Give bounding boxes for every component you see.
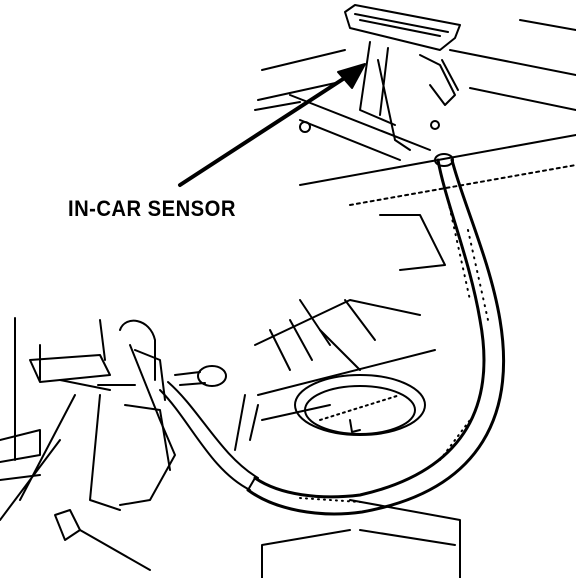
lower-panel [234,214,461,578]
round-vent [294,374,426,436]
left-assembly [0,317,259,571]
callout-arrow [178,63,366,187]
in-car-sensor-label: IN-CAR SENSOR [68,196,236,221]
aspirator-hose [246,153,506,516]
dashboard-outline [254,19,576,206]
in-car-sensor [344,4,461,151]
